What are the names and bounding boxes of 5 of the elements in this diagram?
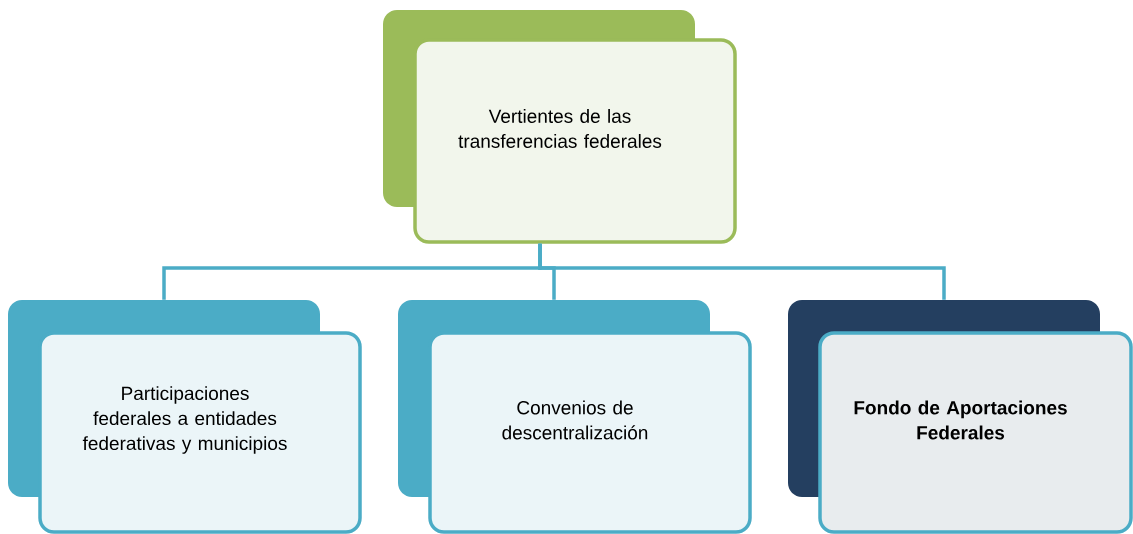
text-box: Participaciones federales a entidades federativas y municipios bbox=[8, 300, 362, 534]
text-box: Fondo de Aportaciones Federales bbox=[788, 300, 1133, 534]
connector-line bbox=[538, 243, 946, 300]
text-box: Convenios de descentralización bbox=[398, 300, 752, 534]
text-box: Vertientes de las transferencias federales bbox=[383, 10, 737, 244]
